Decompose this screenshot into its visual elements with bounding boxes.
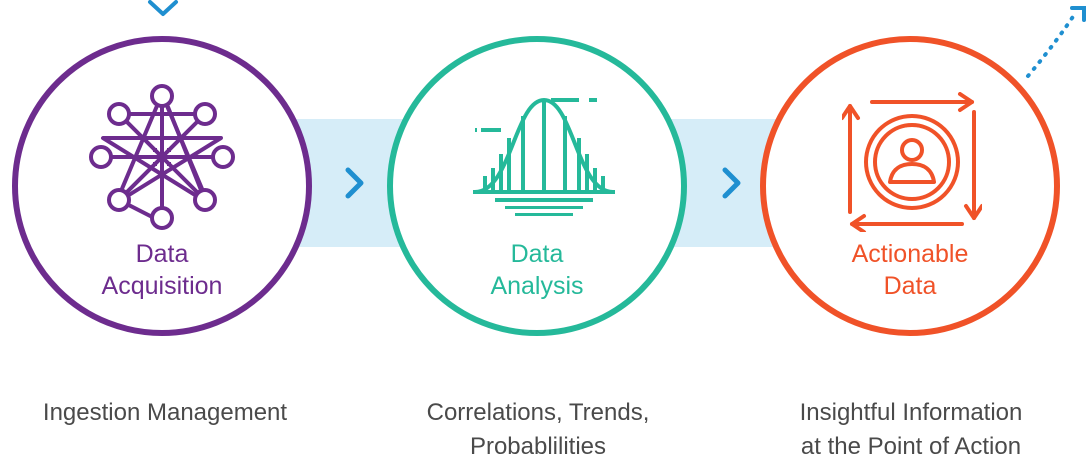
- step-title-line2: Analysis: [490, 272, 584, 300]
- user-cycle-icon: [842, 92, 982, 232]
- step-title-line1: Data: [135, 240, 189, 268]
- down-arrow-icon: [148, 0, 178, 16]
- step-title: Data Acquisition: [18, 238, 306, 302]
- step-description-line1: Ingestion Management: [42, 399, 288, 426]
- bell-curve-icon: [473, 97, 615, 216]
- step-title: Data Analysis: [393, 238, 681, 302]
- step-description-line1: Insightful Information: [799, 399, 1023, 426]
- step-description-3: Insightful Information at the Point of A…: [741, 396, 1081, 464]
- step-circle-actionable-data: Actionable Data: [760, 36, 1060, 336]
- step-circle-data-acquisition: Data Acquisition: [12, 36, 312, 336]
- step-description-2: Correlations, Trends, Probablilities: [368, 396, 708, 464]
- step-description-line1: Correlations, Trends,: [426, 399, 650, 426]
- step-circle-data-analysis: Data Analysis: [387, 36, 687, 336]
- network-star-icon: [89, 84, 235, 230]
- step-description-1: Ingestion Management: [0, 396, 335, 430]
- chevron-right-icon: [345, 167, 364, 199]
- step-title: Actionable Data: [766, 238, 1054, 302]
- step-title-line2: Data: [883, 272, 937, 300]
- dotted-arrow-icon: [1026, 6, 1086, 78]
- step-description-line2: at the Point of Action: [800, 433, 1022, 460]
- step-title-line1: Data: [510, 240, 564, 268]
- step-title-line1: Actionable: [851, 240, 969, 268]
- step-title-line2: Acquisition: [101, 272, 223, 300]
- step-description-line2: Probablilities: [469, 433, 607, 460]
- chevron-right-icon: [722, 167, 741, 199]
